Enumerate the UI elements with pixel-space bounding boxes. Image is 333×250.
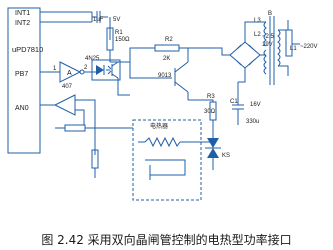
- an0-label: AN0: [15, 105, 29, 112]
- opto-phototransistor: [111, 61, 119, 79]
- gate-a-label: A: [67, 70, 72, 77]
- amp-resistor: [64, 124, 86, 132]
- v19-label: 19V: [262, 42, 273, 48]
- coil-l1: [277, 29, 281, 67]
- heater-sensor-loop: [145, 159, 186, 176]
- bridge-left-wire: [210, 47, 230, 56]
- l1-label: L1: [290, 46, 297, 52]
- opto-label: 4N25: [85, 56, 100, 62]
- c1-voltage: 16V: [250, 102, 261, 108]
- opto-light-arrows: [106, 65, 112, 75]
- transistor-ce: [174, 61, 189, 93]
- coil-l3: [263, 21, 267, 47]
- r1-value: 150Ω: [115, 37, 130, 43]
- r2-value: 2K: [163, 56, 170, 62]
- primary-resistor: [285, 29, 293, 57]
- bridge-rectifier: [229, 41, 261, 69]
- heater-label: 电热器: [150, 122, 168, 130]
- bridge-diodes: [236, 44, 254, 66]
- gate-a: [59, 61, 82, 83]
- int2-label: INT2: [15, 20, 30, 27]
- coil-l2: [263, 49, 267, 75]
- r3-top-wire: [188, 99, 214, 102]
- ac-label: ~220V: [300, 44, 318, 50]
- optocoupler: [91, 59, 121, 81]
- opto-ground-lead: [117, 78, 130, 96]
- triac-top: [207, 138, 219, 148]
- l2-label: L2: [254, 32, 261, 38]
- bridge-bottom-wire: [238, 68, 246, 83]
- input-capacitor: [92, 11, 108, 23]
- v5-label: 5V: [113, 17, 120, 23]
- r2-resistor: [154, 44, 180, 52]
- r2-wire-left: [129, 47, 155, 62]
- c1-value: 330u: [246, 119, 259, 125]
- figure-caption: 图 2.42 采用双向晶闸管控制的电热型功率接口: [41, 233, 292, 247]
- secondary-wires: [244, 21, 266, 56]
- cap-in-label: 1uF: [93, 17, 104, 23]
- r3-value: 30Ω: [204, 109, 216, 115]
- gate-pin2: 2: [84, 65, 88, 71]
- amp-input: [75, 109, 85, 125]
- ks-label: KS: [222, 153, 230, 159]
- pb7-label: PB7: [15, 71, 28, 78]
- b-label: B: [268, 11, 272, 17]
- mcu-label: uPD7810: [12, 45, 43, 54]
- triac-bottom: [207, 148, 219, 158]
- transistor-label: 9013: [158, 73, 172, 79]
- mcu-block: [7, 7, 41, 154]
- int1-label: INT1: [15, 10, 30, 17]
- l3-label: L3: [254, 18, 261, 24]
- r2-label: R2: [165, 37, 173, 43]
- r1-label: R1: [115, 30, 123, 36]
- heater-resistor: [144, 136, 181, 148]
- gate-pin1: 1: [53, 66, 57, 72]
- heater-enclosure: [132, 119, 202, 201]
- base-wire: [129, 62, 172, 79]
- r3-label: R3: [207, 94, 215, 100]
- sec-v-label: ~2.5: [262, 34, 275, 40]
- gate-type: 407: [62, 84, 73, 90]
- amp-feedback: [75, 99, 96, 155]
- c1-capacitor: [232, 82, 244, 125]
- amplifier: [53, 94, 76, 116]
- c1-label: C1: [230, 99, 238, 105]
- opto-led: [96, 65, 104, 75]
